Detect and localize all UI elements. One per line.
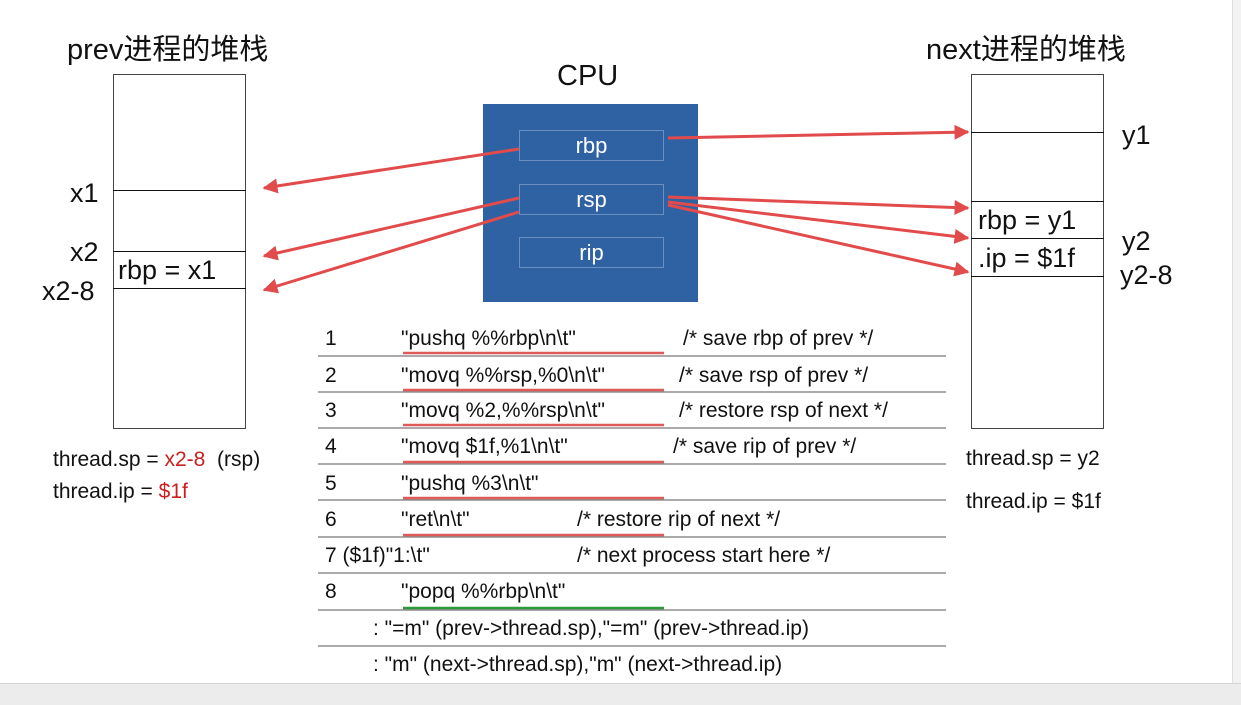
next-stack-y2-8-label: y2-8 bbox=[1120, 260, 1173, 290]
code-line-3-instr: "movq %2,%%rsp\n\t" bbox=[401, 399, 605, 422]
code-line-2-num: 2 bbox=[325, 364, 337, 387]
instruction-underlines-red bbox=[403, 351, 664, 537]
arrow-rsp-to-next-top bbox=[667, 195, 970, 216]
code-outputs: : "=m" (prev->thread.sp),"=m" (prev->thr… bbox=[373, 617, 809, 640]
code-inputs: : "m" (next->thread.sp),"m" (next->threa… bbox=[373, 653, 783, 676]
prev-stack-rbp-slot: rbp = x1 bbox=[118, 255, 217, 285]
code-line-4-comment: /* save rip of prev */ bbox=[673, 435, 857, 458]
code-line-6-num: 6 bbox=[325, 508, 337, 531]
code-line-1-comment: /* save rbp of prev */ bbox=[683, 327, 874, 350]
code-line-6-instr: "ret\n\t" bbox=[401, 508, 470, 531]
next-stack-title: next进程的堆栈 bbox=[926, 34, 1126, 66]
prev-stack-title: prev进程的堆栈 bbox=[67, 34, 269, 66]
prev-stack-x2-8-line bbox=[113, 288, 246, 289]
code-line-1-num: 1 bbox=[325, 327, 337, 350]
next-stack-y2-label: y2 bbox=[1122, 226, 1151, 256]
code-line-3-num: 3 bbox=[325, 399, 337, 422]
next-stack-box bbox=[971, 74, 1104, 429]
cpu-box: rbp rsp rip bbox=[483, 104, 698, 302]
prev-thread-ip: thread.ip = $1f bbox=[53, 480, 188, 504]
cpu-register-rip: rip bbox=[519, 237, 664, 268]
code-line-3-comment: /* restore rsp of next */ bbox=[679, 399, 888, 422]
next-stack-ip-slot: .ip = $1f bbox=[978, 243, 1075, 273]
arrow-rsp-to-y2 bbox=[667, 200, 970, 244]
code-line-1-instr: "pushq %%rbp\n\t" bbox=[401, 327, 576, 350]
prev-stack-x2-8-label: x2-8 bbox=[42, 276, 95, 306]
code-line-7-comment: /* next process start here */ bbox=[577, 544, 831, 567]
cpu-title: CPU bbox=[557, 60, 619, 92]
code-line-2-comment: /* save rsp of prev */ bbox=[679, 364, 869, 387]
code-line-2-instr: "movq %%rsp,%0\n\t" bbox=[401, 364, 605, 387]
code-line-5-instr: "pushq %3\n\t" bbox=[401, 472, 539, 495]
arrow-rbp-to-x1 bbox=[262, 147, 520, 194]
code-table-separators bbox=[318, 355, 946, 647]
bottom-status-bar bbox=[0, 683, 1241, 705]
cpu-register-rbp: rbp bbox=[519, 130, 664, 161]
prev-thread-sp-suffix: (rsp) bbox=[217, 448, 261, 471]
code-line-6-comment: /* restore rip of next */ bbox=[577, 508, 781, 531]
next-stack-rbp-slot: rbp = y1 bbox=[978, 205, 1077, 235]
pointer-arrows bbox=[262, 124, 970, 294]
code-line-7-num: 7 ($1f)"1:\t" bbox=[325, 544, 430, 567]
vertical-scrollbar-track[interactable] bbox=[1232, 0, 1241, 683]
code-line-4-instr: "movq $1f,%1\n\t" bbox=[401, 435, 568, 458]
prev-thread-ip-value: $1f bbox=[158, 480, 188, 503]
code-line-4-num: 4 bbox=[325, 435, 337, 458]
next-stack-y2-line bbox=[971, 238, 1104, 239]
next-stack-y1-label: y1 bbox=[1122, 120, 1151, 150]
arrow-rsp-to-x2-8 bbox=[262, 210, 520, 294]
prev-stack-x1-line bbox=[113, 190, 246, 191]
code-line-8-num: 8 bbox=[325, 580, 337, 603]
next-thread-ip: thread.ip = $1f bbox=[966, 490, 1101, 513]
prev-thread-sp-value: x2-8 bbox=[164, 448, 206, 471]
arrow-rsp-to-x2 bbox=[262, 196, 520, 261]
cpu-register-rsp: rsp bbox=[519, 184, 664, 215]
arrow-rbp-to-y1 bbox=[667, 124, 970, 140]
prev-thread-sp: thread.sp = x2-8 (rsp) bbox=[53, 448, 260, 472]
prev-stack-x2-line bbox=[113, 251, 246, 252]
next-stack-y1-line bbox=[971, 132, 1104, 133]
code-line-5-num: 5 bbox=[325, 472, 337, 495]
next-thread-sp: thread.sp = y2 bbox=[966, 447, 1100, 470]
next-stack-y2-8-line bbox=[971, 276, 1104, 277]
code-line-8-instr: "popq %%rbp\n\t" bbox=[401, 580, 566, 603]
prev-thread-sp-prefix: thread.sp = bbox=[53, 448, 165, 471]
prev-stack-x2-label: x2 bbox=[70, 237, 99, 267]
prev-stack-x1-label: x1 bbox=[70, 178, 99, 208]
arrow-rsp-to-y2-8 bbox=[667, 203, 970, 277]
next-stack-top-line bbox=[971, 201, 1104, 202]
prev-thread-ip-prefix: thread.ip = bbox=[53, 480, 159, 503]
